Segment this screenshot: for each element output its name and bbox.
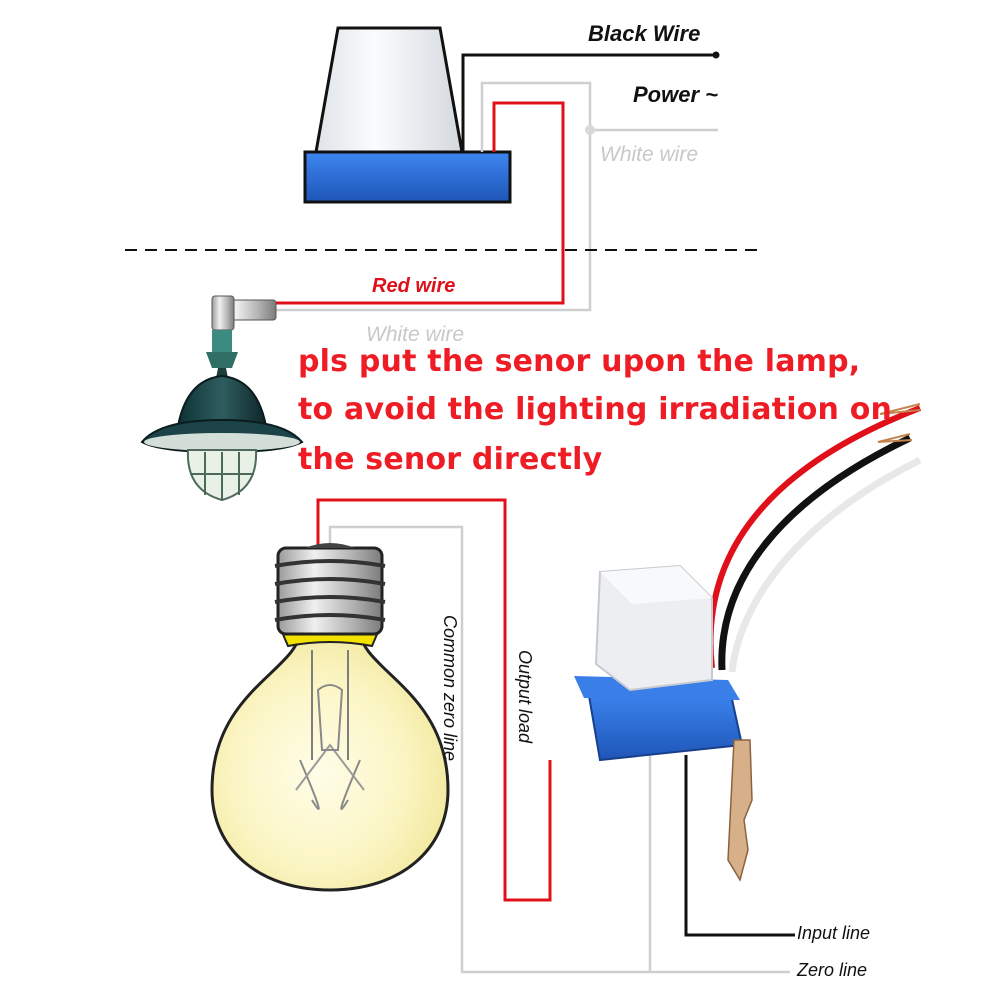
label-common-zero-line: Common zero line [440, 615, 460, 762]
label-black-wire: Black Wire [588, 21, 701, 46]
bulb-glass [210, 628, 450, 892]
sensor-lead-black [718, 434, 912, 671]
red-wire-output [316, 498, 552, 902]
sensor-bracket [727, 739, 753, 882]
white-wire-junction [585, 125, 595, 135]
label-zero-line: Zero line [797, 960, 868, 980]
note-line-2: to avoid the lighting irradiation on [298, 392, 893, 427]
note-line-3: the senor directly [298, 442, 603, 477]
sensor-dome [314, 26, 464, 154]
sensor-blue-housing [586, 689, 744, 762]
bottom-sensor [574, 403, 922, 882]
label-white-wire-lamp: White wire [366, 323, 465, 346]
sensor-lead-white [728, 456, 922, 673]
label-power: Power ~ [633, 82, 718, 107]
white-wire-top-loop [275, 81, 592, 312]
black-wire-input [684, 755, 795, 937]
hanging-lamp [140, 295, 304, 502]
sensor-base [303, 150, 512, 204]
black-wire-terminal [712, 51, 720, 59]
label-red-wire: Red wire [372, 275, 456, 297]
note-line-1: pls put the senor upon the lamp, [298, 344, 861, 379]
label-input-line: Input line [797, 923, 871, 943]
red-wire-top [275, 101, 565, 305]
white-wire-common-zero [328, 525, 790, 974]
top-sensor [303, 26, 512, 204]
black-wire-top [461, 53, 715, 152]
light-bulb [210, 543, 450, 892]
label-output-load: Output load [515, 650, 535, 744]
label-white-wire-top: White wire [600, 143, 699, 166]
